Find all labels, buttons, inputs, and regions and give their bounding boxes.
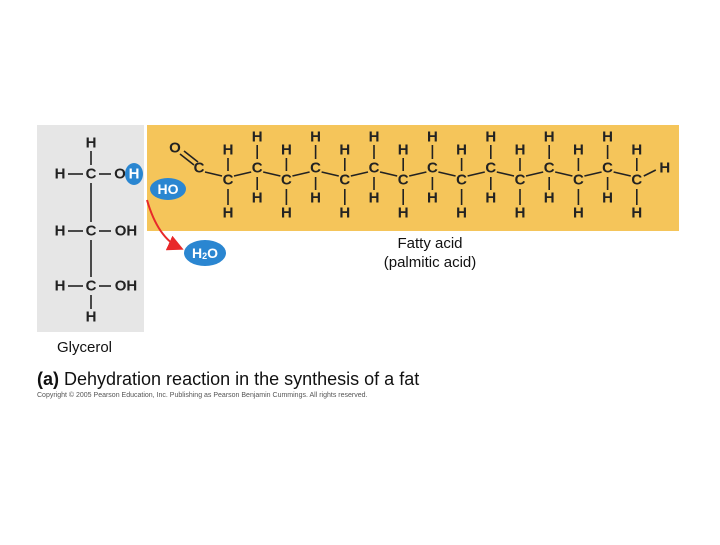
fatty-acid-label-line1: Fatty acid (397, 235, 463, 252)
fatty-acid-label: Fatty acid (palmitic acid) (360, 234, 500, 272)
chain-hydrogen-bottom: H (310, 190, 321, 207)
glycerol-top-hydrogen: H (86, 135, 97, 152)
chain-hydrogen-bottom: H (281, 205, 292, 222)
glycerol-hydroxyl: OH (115, 278, 138, 295)
chain-carbon: C (339, 172, 350, 189)
chain-carbon: C (281, 172, 292, 189)
bond (496, 171, 515, 177)
water-molecule-label: H2O (192, 245, 218, 261)
chain-carbon: C (515, 172, 526, 189)
chain-hydrogen-bottom: H (339, 205, 350, 222)
glycerol-left-hydrogen: H (55, 166, 66, 183)
glycerol-left-hydrogen: H (55, 223, 66, 240)
chain-hydrogen-bottom: H (223, 205, 234, 222)
chain-hydrogen-top: H (456, 142, 467, 159)
chain-hydrogen-bottom: H (456, 205, 467, 222)
bond (204, 171, 223, 177)
bond (438, 171, 456, 177)
glycerol-carbon: C (86, 166, 97, 183)
chain-carbon: C (398, 172, 409, 189)
chain-hydrogen-top: H (281, 142, 292, 159)
chain-hydrogen-top: H (485, 129, 496, 146)
chain-hydrogen-top: H (515, 142, 526, 159)
caption-text: Dehydration reaction in the synthesis of… (59, 369, 420, 389)
bond (643, 169, 657, 177)
chain-hydrogen-bottom: H (427, 190, 438, 207)
chain-hydrogen-top: H (602, 129, 613, 146)
water-bubble (184, 240, 226, 266)
chain-hydrogen-top: H (223, 142, 234, 159)
chain-hydrogen-top: H (573, 142, 584, 159)
chain-carbon: C (631, 172, 642, 189)
bond (379, 171, 398, 177)
chain-hydrogen-bottom: H (602, 190, 613, 207)
terminal-hydrogen: H (659, 160, 670, 177)
bond (233, 171, 252, 177)
bond (350, 171, 369, 177)
bond (263, 171, 281, 177)
chain-hydrogen-bottom: H (573, 205, 584, 222)
chain-hydrogen-top: H (631, 142, 642, 159)
bond (555, 171, 573, 177)
reaction-arrow (146, 199, 184, 251)
glycerol-removed-hydrogen: H (129, 166, 140, 183)
chain-carbon: C (456, 172, 467, 189)
chain-carbon: C (369, 160, 380, 177)
glycerol-carbon: C (86, 223, 97, 240)
chain-hydrogen-bottom: H (252, 190, 263, 207)
hydroxyl-highlight-bubble (150, 178, 186, 200)
chain-carbon: C (485, 160, 496, 177)
bond (321, 171, 339, 177)
caption: (a) Dehydration reaction in the synthesi… (37, 369, 419, 390)
bond (613, 171, 631, 177)
carboxyl-oxygen: O (169, 140, 181, 157)
copyright-notice: Copyright © 2005 Pearson Education, Inc.… (37, 392, 368, 399)
chain-hydrogen-bottom: H (369, 190, 380, 207)
glycerol-label: Glycerol (57, 339, 113, 356)
chain-carbon: C (427, 160, 438, 177)
bond (183, 150, 199, 163)
chain-hydrogen-top: H (369, 129, 380, 146)
chain-carbon: C (223, 172, 234, 189)
chain-hydrogen-top: H (398, 142, 409, 159)
glycerol-oxygen: O (114, 166, 126, 183)
glycerol-left-hydrogen: H (55, 278, 66, 295)
chain-carbon: C (252, 160, 263, 177)
chain-hydrogen-top: H (310, 129, 321, 146)
bond (292, 171, 310, 177)
chain-hydrogen-top: H (427, 129, 438, 146)
chain-carbon: C (544, 160, 555, 177)
hydrogen-highlight-bubble (125, 163, 143, 185)
chain-hydrogen-top: H (252, 129, 263, 146)
fatty-acid-label-line2: (palmitic acid) (383, 254, 477, 271)
chain-hydrogen-top: H (544, 129, 555, 146)
bond (525, 171, 544, 177)
fatty-acid-hydroxyl: HO (158, 181, 179, 197)
chain-carbon: C (310, 160, 321, 177)
caption-letter: (a) (37, 369, 59, 389)
chain-hydrogen-top: H (339, 142, 350, 159)
chain-hydrogen-bottom: H (398, 205, 409, 222)
bond (409, 171, 427, 177)
bond (467, 171, 485, 177)
chain-hydrogen-bottom: H (544, 190, 555, 207)
chain-hydrogen-bottom: H (515, 205, 526, 222)
fatty-acid-panel (147, 125, 679, 231)
bond (179, 153, 195, 166)
glycerol-hydroxyl: OH (115, 223, 138, 240)
glycerol-carbon: C (86, 278, 97, 295)
chain-hydrogen-bottom: H (485, 190, 496, 207)
carboxyl-carbon: C (194, 160, 205, 177)
bond (584, 171, 602, 177)
chain-carbon: C (573, 172, 584, 189)
chain-carbon: C (602, 160, 613, 177)
glycerol-bottom-hydrogen: H (86, 309, 97, 326)
chain-hydrogen-bottom: H (631, 205, 642, 222)
